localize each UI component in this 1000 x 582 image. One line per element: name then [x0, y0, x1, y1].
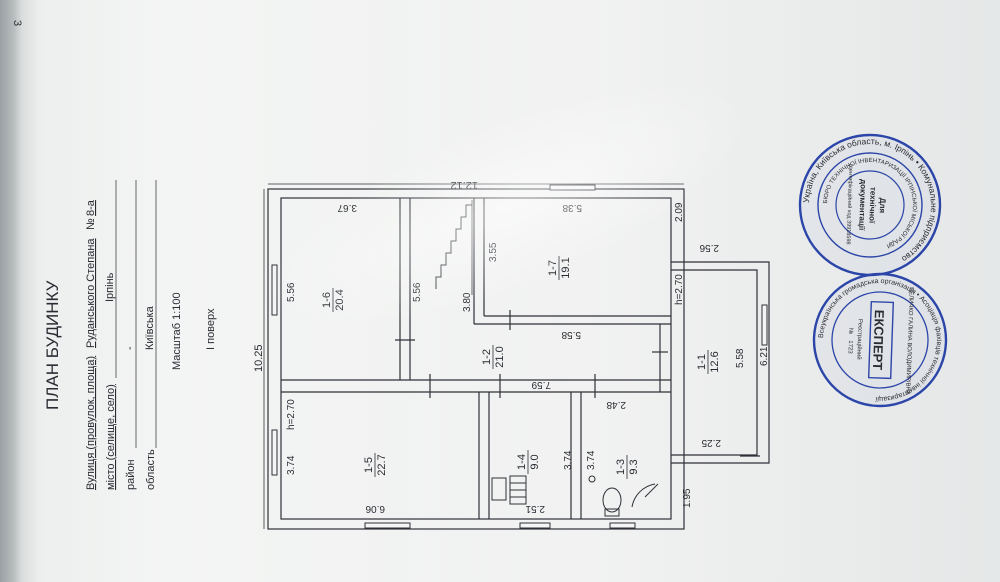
dim-label: 2.09 [674, 202, 685, 222]
svg-text:1-7: 1-7 [547, 260, 559, 276]
stamp-center-line: Для [878, 198, 888, 214]
page-number: 3 [11, 20, 23, 26]
dim-label: 3.74 [586, 450, 597, 470]
street-value: Руданського Степана [85, 238, 97, 348]
dim-label: 3.74 [286, 455, 297, 475]
city-label: місто (селище, село) [105, 384, 117, 490]
room-1-3: 1-3 9.3 [615, 455, 640, 479]
svg-text:19.1: 19.1 [560, 257, 572, 278]
floor-plan [267, 188, 770, 530]
svg-text:1-6: 1-6 [321, 292, 333, 308]
dim-label: h=2.70 [286, 399, 297, 430]
toilet-icon [602, 487, 622, 513]
window [364, 522, 411, 529]
room-labels: 1-1 12.6 1-2 21.0 1-3 9.3 1-4 9.0 1-5 [321, 256, 721, 479]
outer-wall-outer [267, 188, 685, 530]
stamp-registration-label: № [847, 328, 854, 335]
svg-text:1-3: 1-3 [615, 459, 627, 475]
dim-label: 5.56 [412, 282, 423, 302]
document-title: ПЛАН БУДИНКУ [43, 280, 62, 410]
stamp-center-line: технічної [867, 187, 877, 224]
svg-text:9.3: 9.3 [628, 459, 640, 474]
svg-text:9.0: 9.0 [529, 454, 541, 469]
stamp-center-line: документації [857, 179, 868, 231]
street-label: Вулиця (провулок, площа) [85, 356, 97, 490]
dim-label: 3.67 [337, 202, 357, 213]
dim-label: 2.56 [699, 242, 719, 253]
window [519, 522, 551, 529]
window [271, 264, 278, 316]
bti-stamp: Україна, Київська область, м. Ірпінь • К… [798, 134, 941, 277]
room-1-1: 1-1 12.6 [696, 350, 721, 374]
stamp-name: ВЕЛИЧКО ГАЛИНА ВОЛОДИМИРІВНА [904, 287, 914, 395]
dim-label: 5.38 [562, 202, 582, 213]
svg-text:12.6: 12.6 [709, 351, 721, 372]
windows [271, 184, 768, 529]
dim-label: 6.21 [759, 346, 770, 366]
dim-label: 2.48 [606, 399, 626, 410]
district-value: - [124, 346, 136, 350]
window [761, 304, 768, 346]
overall-width: 12.12 [450, 179, 478, 191]
number-value: 8-а [85, 199, 97, 216]
svg-text:21.0: 21.0 [494, 346, 506, 367]
dim-label: h=2.70 [674, 274, 685, 305]
expert-stamp: Всеукраїнська громадська організація • А… [812, 272, 948, 408]
dim-label: 3.74 [563, 450, 574, 470]
room-1-2: 1-2 21.0 [481, 345, 506, 369]
dim-label: 2.25 [701, 437, 721, 448]
dim-label: 5.56 [286, 282, 297, 302]
window [549, 184, 596, 191]
fixtures [491, 475, 659, 517]
oblast-value: Київська [144, 305, 156, 350]
window [271, 429, 278, 476]
oblast-label: область [145, 449, 157, 490]
svg-text:1-5: 1-5 [363, 457, 375, 473]
number-label: № [85, 218, 97, 230]
floor-label: І поверх [205, 308, 217, 350]
outer-wall-inner [280, 197, 672, 520]
svg-text:20.4: 20.4 [334, 289, 346, 310]
door-swing-icon [631, 483, 656, 508]
dim-label: 1.95 [682, 488, 693, 508]
room-1-4: 1-4 9.0 [516, 450, 541, 474]
dim-label: 6.06 [365, 503, 385, 514]
room-1-7: 1-7 19.1 [547, 256, 572, 280]
svg-text:1-2: 1-2 [481, 349, 493, 365]
overall-length: 10.25 [253, 344, 265, 372]
room-1-5: 1-5 22.7 [363, 453, 388, 477]
stove-icon [491, 477, 507, 501]
district-label: район [125, 459, 137, 490]
scale-label: Масштаб 1:100 [171, 292, 183, 370]
dim-label: 7.59 [531, 379, 551, 390]
dim-label: 5.58 [561, 329, 581, 340]
window [609, 522, 636, 529]
svg-text:22.7: 22.7 [376, 454, 388, 475]
stamp-registration-number: 1723 [846, 340, 852, 354]
header-block: ПЛАН БУДИНКУ Вулиця (провулок, площа) Ру… [43, 180, 217, 490]
dim-label: 5.58 [735, 348, 746, 368]
svg-text:1-1: 1-1 [696, 354, 708, 370]
svg-text:1-4: 1-4 [516, 454, 528, 470]
dim-label: 2.51 [525, 503, 545, 514]
city-value: Ірпінь [104, 272, 116, 302]
stamp-code: Ідентифікаційний код 39918598 [845, 164, 855, 245]
sink-icon [588, 475, 596, 483]
dim-label: 3.80 [462, 292, 473, 312]
dim-label: 3.55 [488, 242, 499, 262]
stamp-registration-label: Реєстраційний [855, 319, 863, 360]
room-1-6: 1-6 20.4 [321, 288, 346, 312]
stamp-expert-title: ЕКСПЕРТ [870, 310, 887, 371]
